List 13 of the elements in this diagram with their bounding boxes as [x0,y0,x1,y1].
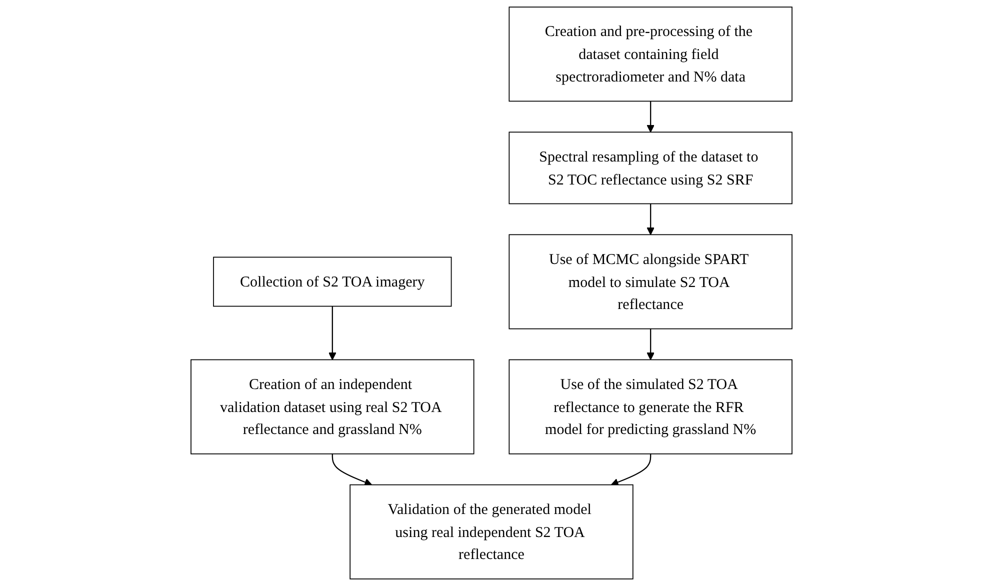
node-box: Creation of an independent validation dataset using real S2 TOA reflectance and grassland N% [190,359,474,454]
node-box: Use of MCMC alongside SPART model to simulate S2 TOA reflectance [508,234,792,330]
arrow [332,454,372,486]
node-box: Spectral resampling of the dataset to S2 TOC reflectance using S2 SRF [508,132,792,204]
arrow [328,306,336,360]
arrow [646,204,654,236]
node-box: Use of the simulated S2 TOA reflectance to generate the RFR model for predicting grassland N% [508,359,792,454]
node-box: Creation and pre-processing of the dataset containing field spectroradiometer and N% data [508,6,792,102]
arrow [646,101,654,132]
arrow [646,328,654,360]
node-box: Collection of S2 TOA imagery [213,256,452,307]
node-box: Validation of the generated model using real independent S2 TOA reflectance [350,484,634,580]
arrow [610,454,652,486]
